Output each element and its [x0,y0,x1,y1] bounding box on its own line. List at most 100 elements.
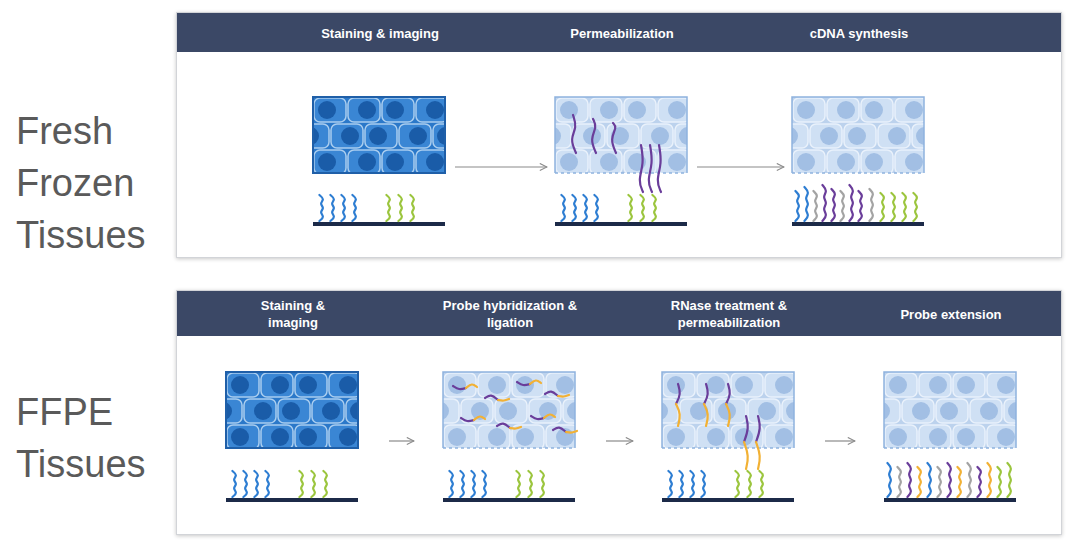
cell [919,373,951,397]
oligo-strand [561,195,564,221]
slide-surface [313,222,445,226]
cell [590,98,622,122]
rna-strand [649,145,652,192]
cell [748,399,780,423]
cell [295,425,327,448]
rna-strand [453,386,466,389]
oligo-strand [471,471,474,497]
nucleus [358,153,376,171]
tissue-block [313,97,445,173]
nucleus [426,101,444,119]
nucleus [888,127,906,145]
rna-strand [704,384,708,404]
step-illustration [759,97,978,226]
cell [227,373,259,397]
nucleus [448,428,466,446]
cell [658,98,687,122]
nucleus [667,376,685,394]
nucleus [905,101,923,119]
nucleus [386,101,404,119]
cell [331,124,363,148]
nucleus [707,376,725,394]
nucleus [758,402,776,420]
cell [433,124,445,148]
nucleus [628,101,646,119]
oligo-strand [701,471,704,497]
permeabilized-edge [662,447,794,449]
nucleus [358,101,376,119]
nucleus [667,428,685,446]
cell [827,150,859,173]
oligo-strand [1007,463,1010,497]
nucleus [837,153,855,171]
slide-surface [884,498,1016,502]
oligo-strand [887,463,890,497]
rna-strand [756,442,760,469]
oligo-strand [410,195,413,221]
nucleus [775,428,793,446]
step-illustration [851,372,1070,502]
nucleus [662,402,668,420]
nucleus [889,376,907,394]
rna-strand [658,145,661,192]
tissue-outline [555,97,687,173]
nucleus [786,402,794,420]
nucleus [865,153,883,171]
process-step: cDNA synthesis [784,13,934,229]
nucleus [837,101,855,119]
nucleus [940,402,958,420]
cell [573,124,605,148]
oligo-strand [668,471,671,497]
slide-surface [226,498,358,502]
oligo-strand [759,471,762,497]
nucleus [386,153,404,171]
nucleus [916,127,924,145]
nucleus [929,376,947,394]
nucleus [929,428,947,446]
cell [878,124,910,148]
flow-arrow [825,440,855,441]
nucleus [369,127,387,145]
rna-strand [558,395,569,397]
nucleus [679,127,687,145]
nucleus [560,153,578,171]
rna-strand [704,404,708,426]
process-step: Probe extension [855,291,1047,505]
oligo-strand [460,471,463,497]
cell [529,399,561,423]
nucleus [957,428,975,446]
oligo-strand [386,195,389,221]
oligo-strand [907,463,910,497]
step-heading: Permeabilization [547,13,697,53]
oligo-strand [254,471,257,497]
slide-surface [662,498,794,502]
nucleus [318,153,336,171]
nucleus [600,153,618,171]
step-heading: cDNA synthesis [784,13,934,53]
oligo-strand [398,195,401,221]
cell [416,98,445,122]
oligo-strand [747,471,750,497]
nucleus [912,402,930,420]
nucleus [271,428,289,446]
cell [495,399,527,423]
oligo-strand [232,471,235,497]
nucleus [997,428,1015,446]
nucleus [567,402,575,420]
oligo-strand [352,195,355,221]
nucleus [341,127,359,145]
nucleus [322,402,340,420]
oligo-strand [831,189,834,221]
step-illustration [522,97,741,226]
rna-strand [572,115,576,153]
nucleus [516,428,534,446]
cell [765,373,794,397]
cell [314,98,346,122]
slide-surface [792,222,924,226]
rna-strand [531,416,544,419]
oligo-strand [323,471,326,497]
nucleus [668,153,686,171]
step-illustration [410,372,629,502]
rna-strand [566,431,577,433]
